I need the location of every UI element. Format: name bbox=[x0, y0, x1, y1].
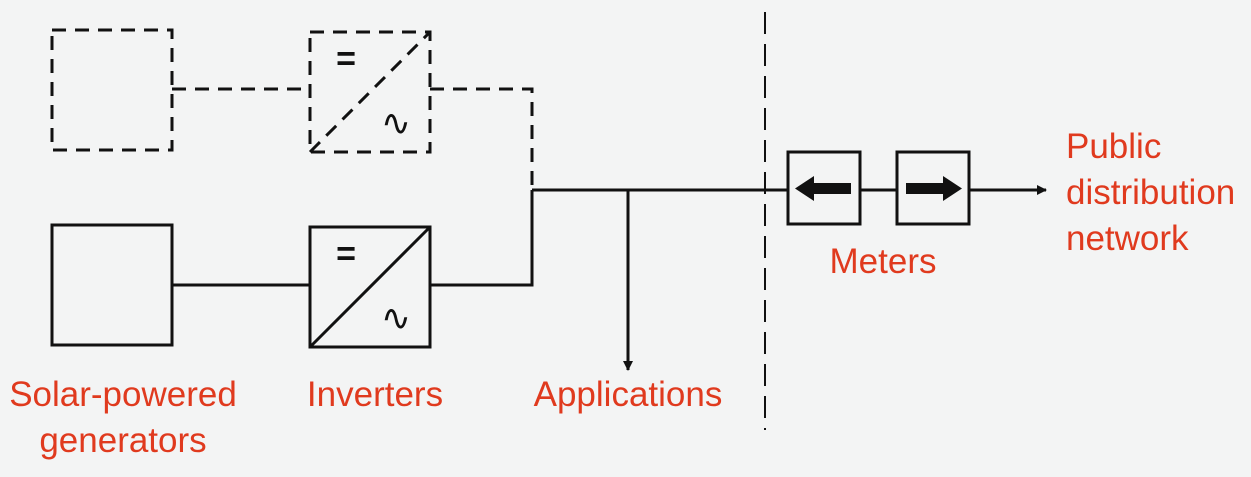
inverter-ac-symbol: ∿ bbox=[381, 297, 411, 338]
export-meter bbox=[895, 150, 971, 226]
right-arrow-icon bbox=[906, 176, 962, 201]
inverter-symbol: = ∿ bbox=[308, 225, 432, 349]
meters-label: Meters bbox=[830, 242, 937, 281]
left-arrow-icon bbox=[795, 176, 851, 201]
optional-inverter-symbol: = ∿ bbox=[308, 30, 432, 154]
applications-label: Applications bbox=[534, 375, 723, 414]
inverter-connection bbox=[430, 190, 534, 287]
optional-inverter-connection bbox=[430, 87, 534, 188]
generators-label-line1: Solar-powered bbox=[9, 375, 237, 414]
import-meter bbox=[786, 150, 862, 226]
solar-generator-box bbox=[50, 223, 174, 347]
inverter-dc-symbol: = bbox=[336, 235, 356, 273]
optional-solar-generator-box bbox=[50, 28, 174, 152]
network-label-line2: distribution bbox=[1066, 173, 1235, 212]
inverters-label: Inverters bbox=[307, 375, 443, 414]
generators-label-line2: generators bbox=[39, 421, 206, 460]
optional-inverter-dc-symbol: = bbox=[336, 40, 356, 78]
optional-inverter-ac-symbol: ∿ bbox=[381, 102, 411, 143]
network-label-line1: Public bbox=[1066, 127, 1161, 166]
network-label-line3: network bbox=[1066, 219, 1189, 258]
